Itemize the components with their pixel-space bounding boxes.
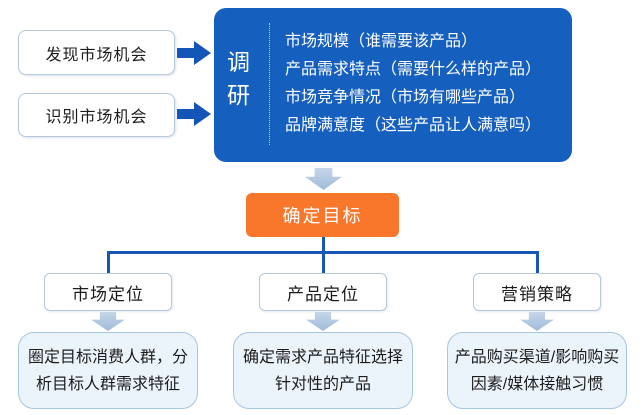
opportunity-box-discover: 发现市场机会: [18, 30, 175, 75]
research-title-char: 研: [227, 82, 250, 108]
research-panel: 调 研 市场规模（谁需要该产品） 产品需求特点（需要什么样的产品） 市场竞争情况…: [214, 8, 572, 162]
detail-line: 产品购买渠道/影响购买: [454, 348, 620, 366]
research-item: 品牌满意度（这些产品让人满意吗）: [285, 117, 542, 134]
branch-detail-marketing-strategy: 产品购买渠道/影响购买 因素/媒体接触习惯: [447, 332, 627, 409]
connector-vertical-center: [321, 237, 325, 273]
connector-vertical-left: [106, 251, 110, 273]
detail-line: 析目标人群需求特征: [35, 375, 180, 393]
research-panel-title: 调 研: [227, 46, 275, 112]
branch-box-product-positioning: 产品定位: [259, 273, 387, 311]
detail-line: 确定需求产品特征选择: [242, 348, 403, 366]
down-arrow-icon: [306, 312, 340, 331]
research-item: 市场规模（谁需要该产品）: [285, 33, 478, 50]
dotted-divider: [269, 23, 270, 145]
down-arrow-icon: [520, 312, 554, 331]
branch-label: 市场定位: [72, 284, 144, 304]
research-item: 产品需求特点（需要什么样的产品）: [285, 61, 542, 78]
opportunity-box-discover-label: 发现市场机会: [45, 46, 148, 64]
detail-line: 圈定目标消费人群，分: [27, 348, 188, 366]
branch-detail-market-positioning: 圈定目标消费人群，分 析目标人群需求特征: [18, 332, 198, 409]
opportunity-box-identify: 识别市场机会: [18, 93, 175, 137]
down-arrow-icon: [305, 168, 342, 190]
branch-box-market-positioning: 市场定位: [44, 273, 172, 311]
right-arrow-icon: [177, 102, 211, 126]
opportunity-box-identify-label: 识别市场机会: [45, 109, 148, 126]
goal-label: 确定目标: [282, 206, 363, 226]
goal-box: 确定目标: [246, 193, 399, 237]
research-title-char: 调: [227, 49, 250, 75]
branch-detail-product-positioning: 确定需求产品特征选择 针对性的产品: [233, 332, 413, 409]
connector-horizontal: [106, 251, 539, 254]
research-item: 市场竞争情况（市场有哪些产品）: [285, 89, 526, 106]
branch-label: 产品定位: [287, 284, 359, 304]
right-arrow-icon: [177, 41, 211, 65]
research-item-list: 市场规模（谁需要该产品） 产品需求特点（需要什么样的产品） 市场竞争情况（市场有…: [285, 28, 541, 140]
detail-line: 针对性的产品: [274, 375, 371, 393]
connector-vertical-right: [535, 251, 539, 273]
branch-box-marketing-strategy: 营销策略: [473, 273, 601, 311]
branch-label: 营销策略: [501, 284, 573, 304]
down-arrow-icon: [91, 312, 125, 331]
detail-line: 因素/媒体接触习惯: [470, 375, 604, 393]
